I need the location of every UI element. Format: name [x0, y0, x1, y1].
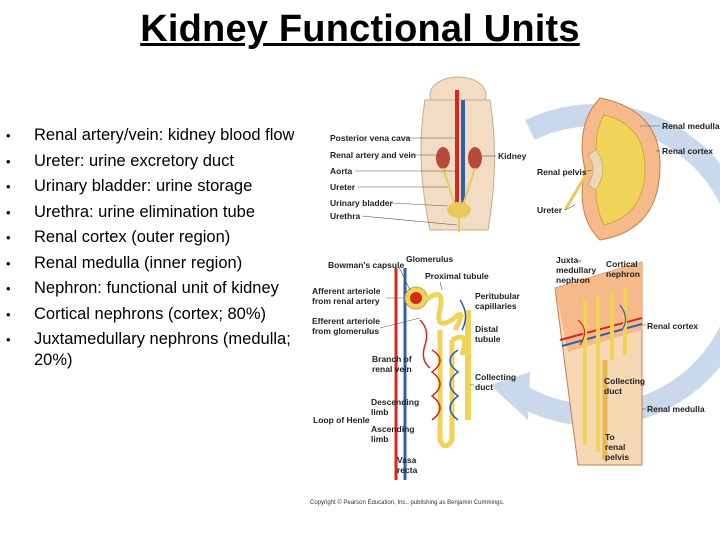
- label-descending-limb-2: limb: [371, 407, 388, 417]
- label-collecting-duct-2: duct: [475, 382, 493, 392]
- label-urinary-bladder: Urinary bladder: [330, 198, 394, 208]
- label-efferent-arteriole-2: from glomerulus: [312, 326, 379, 336]
- label-efferent-arteriole: Efferent arteriole: [312, 316, 380, 326]
- label-to-renal-pelvis: To: [605, 432, 615, 442]
- label-cortical-nephron: Cortical: [606, 259, 638, 269]
- label-renal-artery-vein: Renal artery and vein: [330, 150, 416, 160]
- label-juxtamedullary: Juxta-: [556, 255, 581, 265]
- label-posterior-vena-cava: Posterior vena cava: [330, 133, 411, 143]
- bullet-dot-icon: •: [6, 255, 11, 271]
- label-renal-medulla-top: Renal medulla: [662, 121, 720, 131]
- label-juxtamedullary-3: nephron: [556, 275, 590, 285]
- label-juxtamedullary-2: medullary: [556, 265, 596, 275]
- body-figure: [420, 76, 496, 232]
- copyright-text: Copyright © Pearson Education, Inc., pub…: [310, 499, 505, 506]
- label-aorta: Aorta: [330, 166, 352, 176]
- label-afferent-arteriole: Afferent arteriole: [312, 286, 381, 296]
- label-ureter-kidney: Ureter: [537, 205, 563, 215]
- bullet-text: Juxtamedullary nephrons (medulla; 20%): [34, 330, 291, 369]
- bullet-dot-icon: •: [6, 230, 11, 245]
- label-proximal-tubule: Proximal tubule: [425, 271, 489, 281]
- section-wedge: [554, 261, 643, 466]
- label-renal-cortex-section: Renal cortex: [647, 321, 698, 331]
- body-labels: Posterior vena cava Renal artery and vei…: [330, 133, 527, 226]
- label-branch-renal-vein-2: renal vein: [372, 364, 412, 374]
- label-kidney-body: Kidney: [498, 151, 527, 161]
- label-peritubular-2: capillaries: [475, 301, 517, 311]
- nephron-labels: Bowman's capsule Glomerulus Proximal tub…: [312, 254, 521, 475]
- bullet-dot-icon: •: [6, 281, 11, 296]
- bullet-text: Urethra: urine elimination tube: [34, 202, 256, 221]
- label-collecting-duct-section-2: duct: [604, 386, 622, 396]
- bullet-item: • Renal artery/vein: kidney blood flow: [6, 125, 306, 146]
- label-renal-medulla-section: Renal medulla: [647, 404, 705, 414]
- bullet-dot-icon: •: [6, 306, 11, 322]
- label-ascending-limb: Ascending: [371, 424, 414, 434]
- kidney-section: [563, 97, 661, 241]
- label-branch-renal-vein: Branch of: [372, 354, 412, 364]
- bullet-item: • Nephron: functional unit of kidney: [6, 278, 306, 299]
- label-renal-cortex-top: Renal cortex: [662, 146, 713, 156]
- bullet-text: Ureter: urine excretory duct: [34, 151, 234, 170]
- label-ureter-body: Ureter: [330, 182, 356, 192]
- label-descending-limb: Descending: [371, 397, 419, 407]
- bullet-dot-icon: •: [6, 204, 11, 220]
- label-afferent-arteriole-2: from renal artery: [312, 296, 380, 306]
- bullet-list: • Renal artery/vein: kidney blood flow • U…: [6, 125, 306, 376]
- label-distal-tubule: Distal: [475, 324, 498, 334]
- label-distal-tubule-2: tubule: [475, 334, 501, 344]
- label-loop-of-henle: Loop of Henle: [313, 415, 370, 425]
- bullet-item: • Urinary bladder: urine storage: [6, 176, 306, 197]
- bullet-dot-icon: •: [6, 179, 11, 194]
- label-renal-pelvis: Renal pelvis: [537, 167, 587, 177]
- bullet-item: • Renal medulla (inner region): [6, 253, 306, 274]
- bullet-text: Renal medulla (inner region): [34, 253, 243, 272]
- label-glomerulus: Glomerulus: [406, 254, 454, 264]
- bullet-item: • Cortical nephrons (cortex; 80%): [6, 304, 306, 325]
- bullet-text: Nephron: functional unit of kidney: [34, 279, 279, 297]
- bullet-text: Renal artery/vein: kidney blood flow: [34, 126, 295, 144]
- bullet-text: Cortical nephrons (cortex; 80%): [34, 304, 267, 323]
- bullet-item: • Juxtamedullary nephrons (medulla; 20%): [6, 329, 306, 371]
- label-vasa-recta-2: recta: [397, 465, 418, 475]
- slide-title: Kidney Functional Units: [140, 8, 580, 50]
- label-collecting-duct-section: Collecting: [604, 376, 645, 386]
- label-vasa-recta: Vasa: [397, 455, 417, 465]
- label-to-renal-pelvis-2: renal: [605, 442, 625, 452]
- label-urethra: Urethra: [330, 211, 361, 221]
- bullet-dot-icon: •: [6, 153, 11, 169]
- label-to-renal-pelvis-3: pelvis: [605, 452, 629, 462]
- bullet-dot-icon: •: [6, 128, 11, 143]
- bullet-dot-icon: •: [6, 332, 11, 347]
- bullet-text: Renal cortex (outer region): [34, 228, 231, 246]
- bullet-item: • Renal cortex (outer region): [6, 227, 306, 248]
- bullet-item: • Ureter: urine excretory duct: [6, 151, 306, 172]
- kidney-labels: Renal medulla Renal cortex Renal pelvis …: [537, 121, 720, 215]
- bullet-item: • Urethra: urine elimination tube: [6, 202, 306, 223]
- label-bowmans-capsule: Bowman's capsule: [328, 260, 404, 270]
- label-ascending-limb-2: limb: [371, 434, 388, 444]
- label-peritubular: Peritubular: [475, 291, 521, 301]
- nephron-drawing: [394, 268, 471, 480]
- kidney-diagram: Posterior vena cava Renal artery and vei…: [310, 76, 720, 506]
- section-labels: Juxta- medullary nephron Cortical nephro…: [556, 255, 705, 462]
- label-collecting-duct: Collecting: [475, 372, 516, 382]
- bullet-text: Urinary bladder: urine storage: [34, 177, 253, 195]
- label-cortical-nephron-2: nephron: [606, 269, 640, 279]
